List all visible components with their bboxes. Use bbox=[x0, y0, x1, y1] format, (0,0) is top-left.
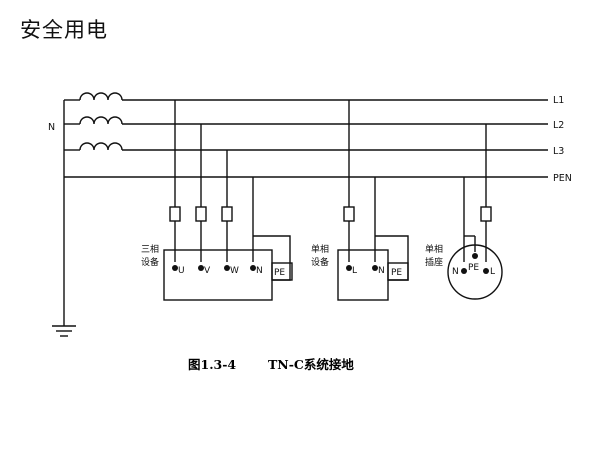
socket-terminal-l: L bbox=[490, 267, 495, 277]
fuse bbox=[480, 206, 492, 222]
transformer-coil-l1 bbox=[79, 92, 123, 101]
socket-terminal-n: N bbox=[452, 267, 459, 277]
label-l2: L2 bbox=[553, 120, 564, 131]
figure-title: TN-C系统接地 bbox=[268, 357, 354, 372]
pe-box bbox=[387, 262, 409, 281]
terminal-label-n: N bbox=[256, 266, 263, 276]
label-pen: PEN bbox=[553, 173, 572, 184]
socket-terminal-pe: PE bbox=[468, 263, 479, 273]
ground-icon bbox=[52, 325, 76, 337]
transformer-coil-l2 bbox=[79, 116, 123, 125]
socket-circle bbox=[447, 244, 503, 300]
pe-box bbox=[271, 262, 293, 281]
fuse bbox=[169, 206, 181, 222]
terminal-label-n: N bbox=[378, 266, 385, 276]
page-title: 安全用电 bbox=[20, 18, 108, 42]
fuse bbox=[195, 206, 207, 222]
three-phase-label-1: 三相 bbox=[141, 243, 159, 255]
terminal-label-v: V bbox=[204, 266, 211, 276]
pe-label: PE bbox=[274, 268, 285, 278]
fuse bbox=[221, 206, 233, 222]
fuse bbox=[343, 206, 355, 222]
label-neutral: N bbox=[48, 122, 55, 133]
pe-label: PE bbox=[391, 268, 402, 278]
figure-number: 图1.3-4 bbox=[188, 357, 236, 372]
three-phase-label-2: 设备 bbox=[141, 256, 159, 268]
single-phase-label-2: 设备 bbox=[311, 256, 329, 268]
single-phase-label-1: 单相 bbox=[311, 243, 329, 255]
label-l3: L3 bbox=[553, 146, 564, 157]
terminal-label-u: U bbox=[178, 266, 185, 276]
transformer-coil-l3 bbox=[79, 142, 123, 151]
socket-label-2: 插座 bbox=[425, 256, 443, 268]
terminal-label-l: L bbox=[352, 266, 357, 276]
terminal-label-w: W bbox=[230, 266, 239, 276]
label-l1: L1 bbox=[553, 95, 564, 106]
socket-label-1: 单相 bbox=[425, 243, 443, 255]
